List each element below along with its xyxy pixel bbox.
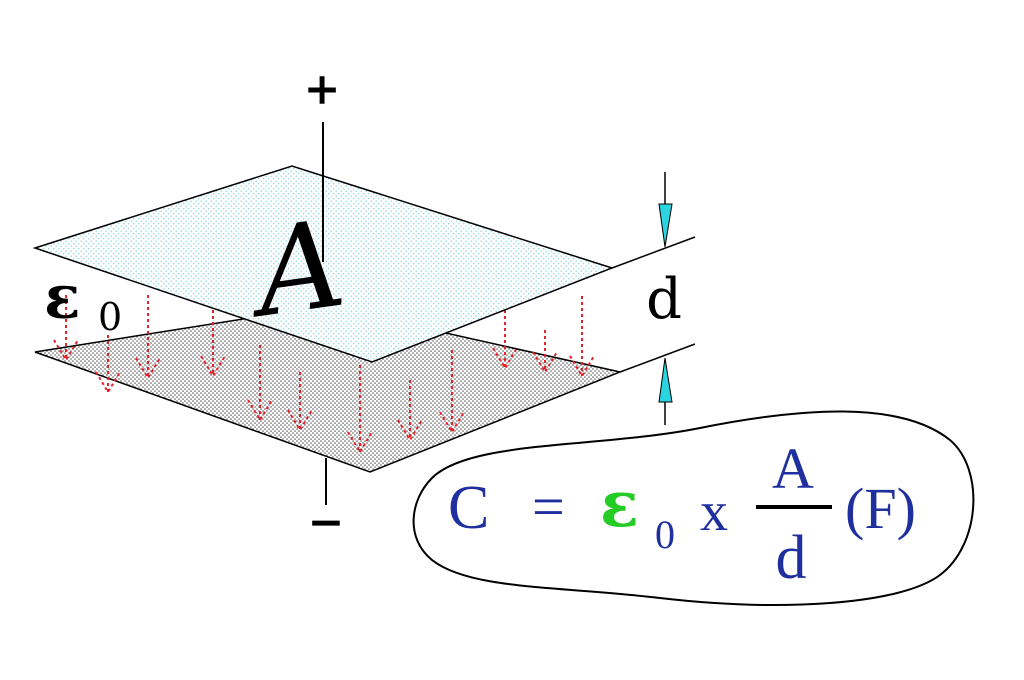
formula-times: x bbox=[700, 481, 728, 543]
formula-denominator: d bbox=[776, 524, 807, 592]
field-arrowhead bbox=[492, 347, 518, 370]
separation-label: d bbox=[646, 267, 682, 332]
permittivity-symbol: ε bbox=[44, 263, 80, 333]
field-arrowhead bbox=[569, 355, 595, 378]
field-arrowhead bbox=[95, 371, 121, 394]
field-arrowhead bbox=[200, 355, 226, 378]
field-arrowhead bbox=[247, 399, 273, 422]
capacitance-formula: C = ε 0 x A d (F) bbox=[448, 436, 916, 592]
field-lines bbox=[53, 295, 595, 454]
field-arrowhead bbox=[135, 357, 161, 380]
field-arrowhead bbox=[287, 409, 313, 432]
formula-bubble bbox=[412, 410, 975, 606]
formula-equals: = bbox=[532, 474, 565, 539]
permittivity-subscript: 0 bbox=[98, 295, 122, 339]
bottom-plate-extension bbox=[619, 343, 696, 373]
field-arrowhead bbox=[53, 339, 79, 362]
formula-unit: (F) bbox=[845, 476, 916, 541]
dimension-arrow-top bbox=[658, 203, 673, 248]
field-arrowhead bbox=[439, 411, 465, 434]
formula-epsilon-subscript: 0 bbox=[655, 512, 675, 557]
field-arrowhead bbox=[347, 431, 373, 454]
plus-sign: + bbox=[304, 64, 341, 115]
field-arrowhead bbox=[397, 419, 423, 442]
minus-sign: − bbox=[308, 497, 345, 548]
formula-numerator: A bbox=[772, 436, 814, 501]
top-plate-extension bbox=[611, 236, 696, 269]
formula-lhs: C bbox=[448, 474, 489, 542]
formula-epsilon: ε bbox=[600, 467, 639, 542]
field-arrowhead bbox=[532, 351, 558, 374]
dimension-arrow-bottom bbox=[658, 357, 673, 403]
